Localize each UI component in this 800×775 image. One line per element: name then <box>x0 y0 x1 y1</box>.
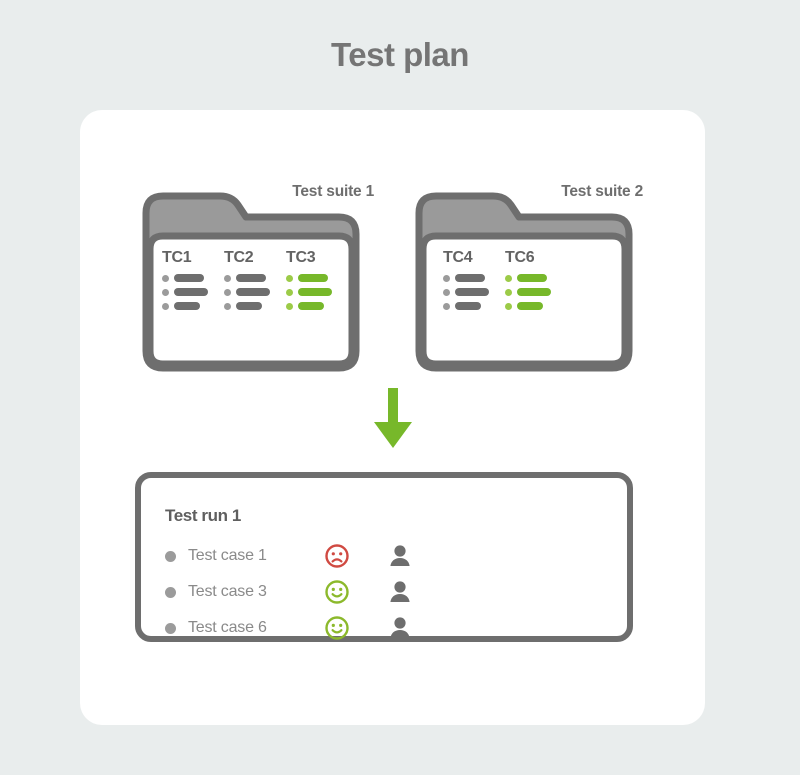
bullet-dot-icon <box>505 274 512 282</box>
bullet-dot-icon <box>286 274 293 282</box>
test-case-label: Test case 1 <box>188 547 267 564</box>
detail-bar <box>455 302 481 310</box>
table-row[interactable]: Test case 1 <box>165 538 420 574</box>
detail-line <box>443 288 505 296</box>
detail-bar <box>236 274 266 282</box>
detail-bar <box>236 302 262 310</box>
bullet-dot-icon <box>286 288 293 296</box>
detail-bar <box>517 288 551 296</box>
detail-bar <box>174 288 208 296</box>
suite-label: Test suite 2 <box>561 183 643 200</box>
happy-face-icon <box>325 616 349 640</box>
test-case-name: TC6 <box>505 249 535 266</box>
table-row[interactable]: Test case 3 <box>165 574 420 610</box>
happy-face-icon <box>325 580 349 604</box>
bullet-dot-icon <box>505 288 512 296</box>
status-badge <box>324 579 380 605</box>
bullet-dot-icon <box>505 302 512 310</box>
folder-test-suite-2[interactable]: Test suite 2 TC4 TC6 <box>413 183 643 377</box>
bullet-dot-icon <box>443 288 450 296</box>
test-case-tc1[interactable]: TC1 <box>162 249 224 316</box>
table-row[interactable]: Test case 6 <box>165 610 420 646</box>
test-case-tc3[interactable]: TC3 <box>286 249 348 316</box>
detail-line <box>443 302 505 310</box>
detail-line <box>505 274 567 282</box>
detail-bar <box>455 288 489 296</box>
assignee-avatar <box>380 580 420 604</box>
test-case-tc2[interactable]: TC2 <box>224 249 286 316</box>
detail-line <box>443 274 505 282</box>
folder-shape-icon <box>142 192 360 372</box>
assignee-avatar <box>380 616 420 640</box>
test-case-label: Test case 3 <box>188 583 267 600</box>
detail-bar <box>517 274 547 282</box>
page-title: Test plan <box>331 36 469 73</box>
detail-line <box>286 288 348 296</box>
test-case-tc4[interactable]: TC4 <box>443 249 505 316</box>
bullet-dot-icon <box>162 288 169 296</box>
arrow-down-icon <box>374 388 412 448</box>
test-case-name: TC4 <box>443 249 473 266</box>
bullet-dot-icon <box>443 302 450 310</box>
status-badge <box>324 543 380 569</box>
test-case-tc6[interactable]: TC6 <box>505 249 567 316</box>
detail-bar <box>298 302 324 310</box>
folder-shape-icon <box>415 192 633 372</box>
detail-bar <box>517 302 543 310</box>
test-case-name: TC1 <box>162 249 192 266</box>
bullet-dot-icon <box>224 302 231 310</box>
detail-bar <box>298 274 328 282</box>
test-run-title: Test run 1 <box>165 506 241 525</box>
bullet-dot-icon <box>165 622 176 634</box>
bullet-dot-icon <box>286 302 293 310</box>
detail-line <box>505 302 567 310</box>
detail-line <box>224 274 286 282</box>
detail-bar <box>236 288 270 296</box>
folder-test-suite-1[interactable]: Test suite 1 TC1 TC2 <box>140 183 374 377</box>
test-case-name: TC3 <box>286 249 316 266</box>
suite-label: Test suite 1 <box>292 183 374 200</box>
detail-bar <box>298 288 332 296</box>
sad-face-icon <box>325 544 349 568</box>
detail-line <box>505 288 567 296</box>
user-icon <box>390 545 410 566</box>
detail-line <box>162 274 224 282</box>
test-run-box[interactable]: Test run 1 Test case 1 <box>135 472 633 642</box>
test-run-rows: Test case 1 <box>165 538 420 646</box>
detail-line <box>224 288 286 296</box>
detail-line <box>162 288 224 296</box>
user-icon <box>390 617 410 638</box>
test-case-columns: TC4 TC6 <box>443 249 567 316</box>
bullet-dot-icon <box>224 274 231 282</box>
test-case-columns: TC1 TC2 <box>162 249 348 316</box>
test-case-label: Test case 6 <box>188 619 267 636</box>
detail-bar <box>455 274 485 282</box>
detail-bar <box>174 302 200 310</box>
bullet-dot-icon <box>162 302 169 310</box>
user-icon <box>390 581 410 602</box>
detail-line <box>286 274 348 282</box>
detail-line <box>224 302 286 310</box>
bullet-dot-icon <box>165 586 176 598</box>
bullet-dot-icon <box>162 274 169 282</box>
status-badge <box>324 615 380 641</box>
assignee-avatar <box>380 544 420 568</box>
test-case-name: TC2 <box>224 249 254 266</box>
bullet-dot-icon <box>224 288 231 296</box>
detail-line <box>286 302 348 310</box>
detail-bar <box>174 274 204 282</box>
bullet-dot-icon <box>165 550 176 562</box>
detail-line <box>162 302 224 310</box>
bullet-dot-icon <box>443 274 450 282</box>
diagram-card: Test suite 1 TC1 TC2 <box>80 110 705 725</box>
